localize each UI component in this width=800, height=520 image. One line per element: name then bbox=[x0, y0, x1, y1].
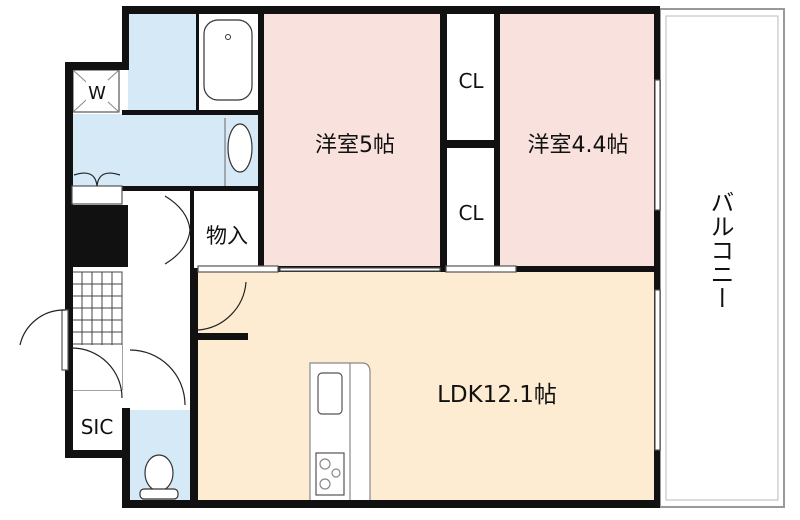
sic-label: SIC bbox=[81, 415, 114, 439]
ldk-label: LDK12.1帖 bbox=[437, 382, 557, 408]
closet-label-top: CL bbox=[458, 69, 484, 93]
western-room-4-4-floor bbox=[498, 14, 656, 270]
balcony bbox=[659, 8, 785, 508]
room-label-western-4-4: 洋室4.4帖 bbox=[528, 133, 629, 158]
closet-label-bottom: CL bbox=[458, 201, 484, 225]
bathtub-icon bbox=[203, 19, 253, 101]
sink-icon bbox=[227, 123, 253, 173]
door-swings bbox=[19, 172, 247, 406]
storage-label: 物入 bbox=[206, 224, 248, 248]
bathroom-floor bbox=[128, 14, 198, 110]
room-label-western-5: 洋室5帖 bbox=[315, 133, 395, 158]
balcony-label: バルコニー bbox=[706, 190, 734, 310]
ldk-floor bbox=[196, 272, 656, 506]
toilet-icon bbox=[139, 454, 179, 500]
closet-top-floor bbox=[446, 14, 496, 142]
closet-bottom-floor bbox=[446, 148, 496, 268]
western-room-5-floor bbox=[262, 14, 442, 270]
washer-label: W bbox=[88, 83, 106, 104]
kitchen-counter bbox=[309, 362, 371, 506]
windows bbox=[61, 79, 661, 451]
washer-space bbox=[72, 69, 120, 113]
